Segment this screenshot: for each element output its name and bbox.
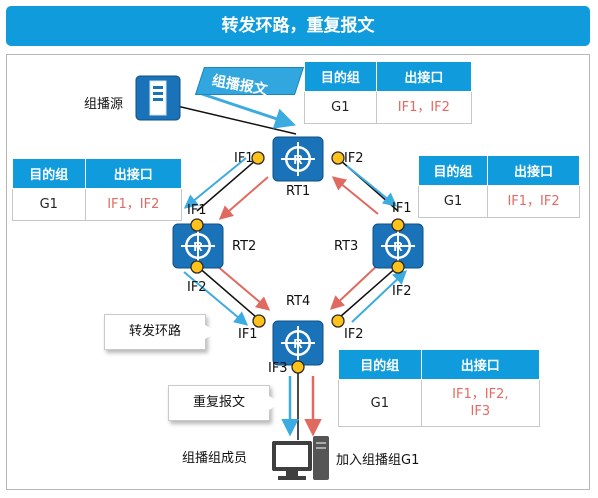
arrow-rt1-to-rt2-blue bbox=[183, 157, 247, 209]
header-group: 目的组 bbox=[417, 155, 489, 186]
rt1-if1-port bbox=[251, 151, 265, 165]
rt1-name: RT1 bbox=[286, 184, 311, 199]
cell-group: G1 bbox=[304, 91, 377, 124]
rt3-if2-port bbox=[391, 260, 405, 274]
header-out-if: 出接口 bbox=[84, 158, 183, 189]
link-source-rt1 bbox=[159, 101, 297, 135]
rt2-if2-port bbox=[190, 260, 204, 274]
cell-out-if: IF1，IF2 bbox=[84, 188, 183, 221]
callout-tail bbox=[269, 396, 281, 410]
rt2-if1-port bbox=[190, 218, 204, 232]
link-rt2-rt4 bbox=[196, 265, 257, 318]
header-out-if: 出接口 bbox=[375, 61, 473, 92]
rt4-if3-port bbox=[291, 360, 305, 374]
rt1-if1-label: IF1 bbox=[234, 151, 254, 166]
cell-group: G1 bbox=[338, 379, 422, 427]
duplicate-packet-text: 重复报文 bbox=[192, 395, 245, 410]
rt3-if1-label: IF1 bbox=[392, 201, 412, 216]
router-icon-rt1 bbox=[272, 136, 324, 182]
page-title: 转发环路，重复报文 bbox=[6, 6, 590, 46]
forward-loop-text: 转发环路 bbox=[128, 324, 181, 339]
rt4-if2-port bbox=[331, 314, 345, 328]
rt2-if2-label: IF2 bbox=[187, 280, 207, 295]
arrow-rt3-to-rt1-red bbox=[331, 176, 379, 215]
header-out-if: 出接口 bbox=[487, 155, 580, 186]
arrow-source-to-rt1 bbox=[201, 92, 296, 129]
callout-tail bbox=[205, 325, 217, 339]
duplicate-packet-callout: 重复报文 bbox=[168, 385, 281, 421]
arrow-rt1-to-rt3-blue bbox=[346, 165, 398, 207]
arrow-rt4-to-rt3-red bbox=[329, 261, 382, 310]
header-group: 目的组 bbox=[338, 349, 422, 380]
arrow-rt2-to-rt4-blue bbox=[183, 271, 249, 326]
cell-out-if: IF1，IF2 bbox=[487, 185, 580, 218]
header-out-if: 出接口 bbox=[420, 349, 541, 380]
arrow-rt2-to-rt1-red bbox=[218, 176, 269, 220]
rt1-if2-label: IF2 bbox=[344, 151, 364, 166]
cell-group: G1 bbox=[12, 188, 86, 221]
join-group-label: 加入组播组G1 bbox=[336, 453, 420, 468]
rt3-if2-label: IF2 bbox=[392, 284, 412, 299]
cell-group: G1 bbox=[417, 185, 489, 218]
router-icon-rt4 bbox=[272, 320, 324, 366]
rt2-if1-label: IF1 bbox=[187, 203, 207, 218]
rt3-if1-port bbox=[391, 218, 405, 232]
traffic-arrows bbox=[183, 92, 408, 437]
source-label: 组播源 bbox=[84, 97, 124, 112]
cell-out-if-line1: IF1，IF2, bbox=[452, 387, 509, 402]
pc-icon bbox=[272, 436, 329, 480]
rt4-name: RT4 bbox=[286, 294, 311, 309]
member-label: 组播组成员 bbox=[182, 451, 248, 466]
cell-out-if-line2: IF3 bbox=[470, 404, 491, 419]
cell-out-if: IF1，IF2, IF3 bbox=[420, 379, 541, 427]
port-markers bbox=[190, 151, 405, 374]
rt3-name: RT3 bbox=[334, 239, 359, 254]
rt4-if2-label: IF2 bbox=[344, 327, 364, 342]
rt2-name: RT2 bbox=[232, 239, 257, 254]
forwarding-table-rt4: 目的组出接口 G1 IF1，IF2, IF3 bbox=[338, 349, 541, 427]
cell-out-if: IF1，IF2 bbox=[375, 91, 473, 124]
link-rt3-rt4 bbox=[339, 265, 399, 318]
link-rt1-rt2 bbox=[196, 159, 257, 212]
arrow-rt4-to-rt3-blue bbox=[351, 270, 408, 323]
header-group: 目的组 bbox=[304, 61, 377, 92]
rt4-if1-label: IF1 bbox=[238, 327, 258, 342]
server-icon bbox=[135, 75, 181, 121]
rt1-if2-port bbox=[331, 151, 345, 165]
rt4-if1-port bbox=[252, 314, 266, 328]
rt4-if3-label: IF3 bbox=[268, 361, 288, 376]
header-group: 目的组 bbox=[12, 158, 86, 189]
forward-loop-callout: 转发环路 bbox=[104, 314, 217, 350]
